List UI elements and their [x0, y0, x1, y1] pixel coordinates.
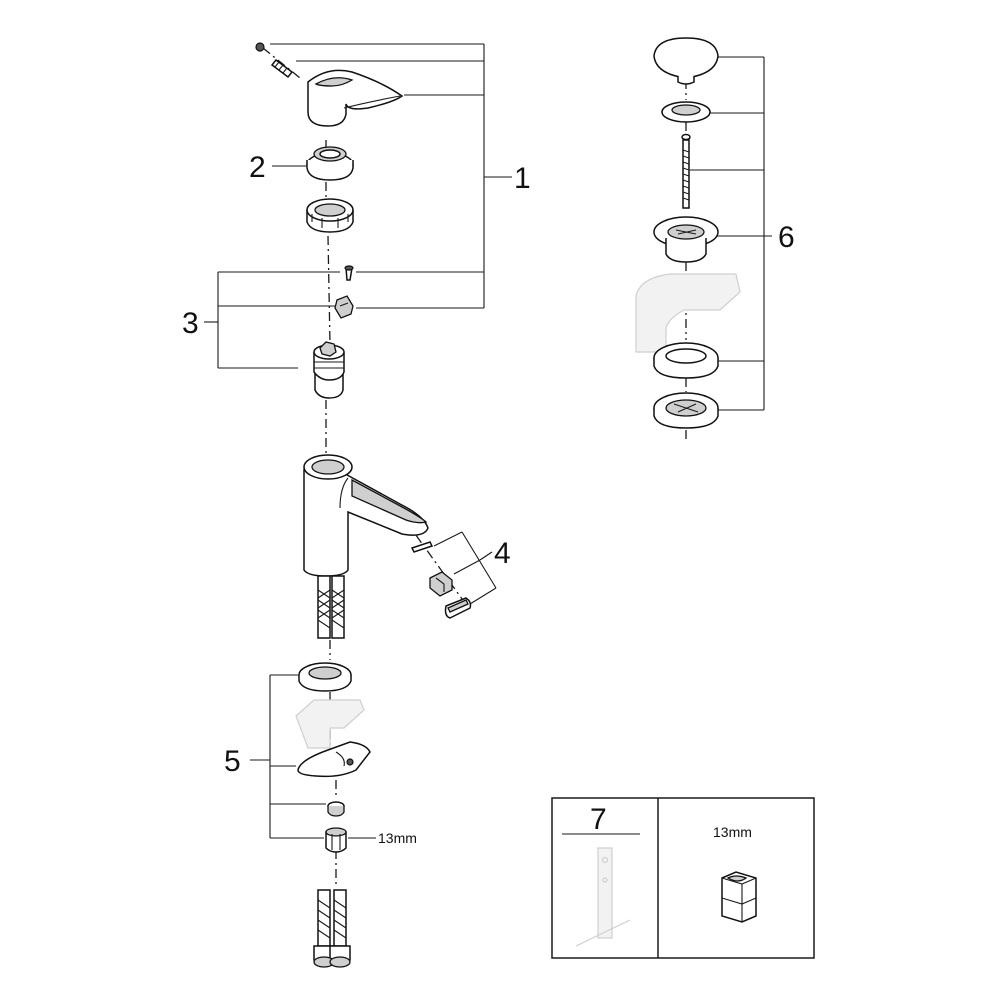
waste-flange	[653, 216, 719, 263]
waste-plug-cap	[653, 37, 719, 85]
callout-5: 5	[224, 745, 241, 778]
mounting-nut	[325, 827, 347, 853]
mounting-washer	[327, 801, 345, 817]
faucet-body	[303, 454, 429, 577]
stem-screw	[344, 265, 354, 281]
aerator-housing	[444, 597, 472, 619]
leader-lines-group-1	[270, 43, 512, 309]
cartridge	[313, 341, 345, 399]
callout-1: 1	[514, 162, 531, 195]
callout-6: 6	[778, 221, 795, 254]
cap-ring	[306, 146, 354, 181]
hex-wrench-tool	[575, 847, 631, 947]
leader-lines-group-5	[250, 674, 376, 839]
aerator-insert	[429, 571, 453, 597]
waste-gasket	[653, 342, 719, 379]
waste-body	[653, 392, 719, 429]
supply-hoses-upper	[317, 575, 345, 639]
handle-screw	[255, 42, 294, 79]
lever-handle	[307, 69, 404, 127]
tool-box	[551, 797, 815, 959]
callout-3: 3	[182, 307, 199, 340]
box-nut-13mm	[721, 871, 757, 923]
callout-4: 4	[494, 537, 511, 570]
box-nut-size-label: 13mm	[713, 824, 752, 840]
axis-line	[327, 235, 331, 346]
leader-lines-group-4	[433, 531, 497, 605]
countertop-ghost	[295, 699, 365, 749]
leader-lines-group-6	[690, 56, 772, 411]
waste-seal-ring	[661, 101, 711, 123]
mounting-ring	[298, 662, 352, 692]
clamping-nut	[306, 198, 354, 233]
adapter-piece	[334, 295, 354, 319]
leader-lines-group-3	[204, 271, 340, 369]
aerator-washer	[410, 541, 434, 553]
waste-threaded-rod	[681, 133, 691, 209]
callout-7: 7	[590, 803, 607, 836]
horseshoe-washer	[297, 741, 371, 778]
nut-size-label: 13mm	[378, 830, 417, 846]
basin-ghost	[635, 273, 741, 353]
supply-hoses-lower	[313, 889, 351, 968]
axis-line	[262, 47, 301, 79]
callout-2: 2	[249, 151, 266, 184]
